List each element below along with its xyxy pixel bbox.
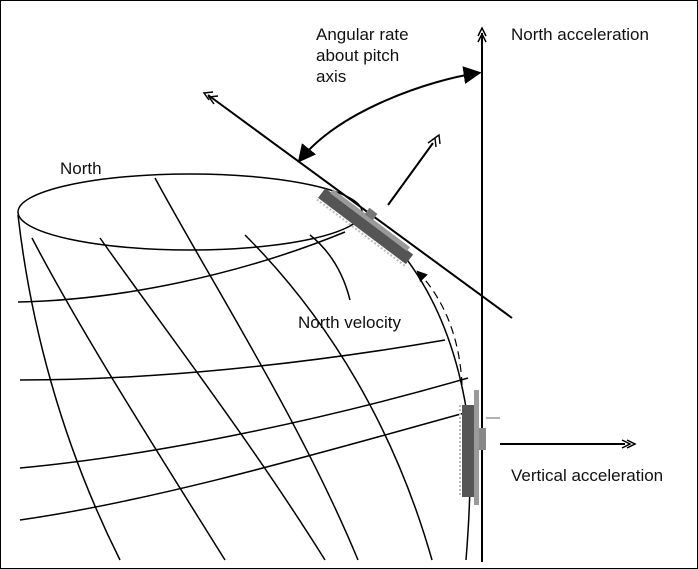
vertical-acceleration-arrow <box>500 439 637 449</box>
parallel-2 <box>19 339 446 381</box>
aircraft-upper <box>316 188 414 267</box>
vertical-acceleration-arrowhead-icon <box>621 439 637 449</box>
parallel-1 <box>17 231 346 303</box>
north-label: North <box>60 159 102 178</box>
north-velocity-label: North velocity <box>298 313 401 332</box>
vertical-axis <box>477 26 487 562</box>
angular-rate-arc <box>297 66 482 163</box>
meridian-4 <box>244 234 433 561</box>
polar-cap <box>17 173 363 251</box>
aircraft-lower <box>459 390 500 505</box>
globe <box>17 173 471 561</box>
meridian-3 <box>154 177 359 561</box>
vertical-axis-arrowhead-icon <box>477 26 487 43</box>
north-acceleration-label: North acceleration <box>511 25 649 44</box>
globe-limb <box>361 211 471 561</box>
angular-rate-label-line-1: Angular rate <box>316 25 409 44</box>
north-velocity-path <box>416 270 463 386</box>
parallel-3 <box>19 377 469 469</box>
vertical-acceleration-label: Vertical acceleration <box>511 466 664 485</box>
pitch-axis-arrowhead-icon <box>202 91 219 105</box>
normal-arrowhead-icon <box>427 133 441 148</box>
angular-rate-label-line-2: about pitch <box>316 46 400 65</box>
pitch-axis-line <box>202 91 513 319</box>
meridian-5 <box>309 234 351 301</box>
normal-arrow <box>387 133 441 206</box>
parallel-4 <box>19 411 469 521</box>
globe-left-edge <box>17 214 121 561</box>
meridian-2 <box>99 237 326 561</box>
meridian-1 <box>31 237 226 561</box>
angular-rate-label-line-3: axis <box>316 67 347 86</box>
